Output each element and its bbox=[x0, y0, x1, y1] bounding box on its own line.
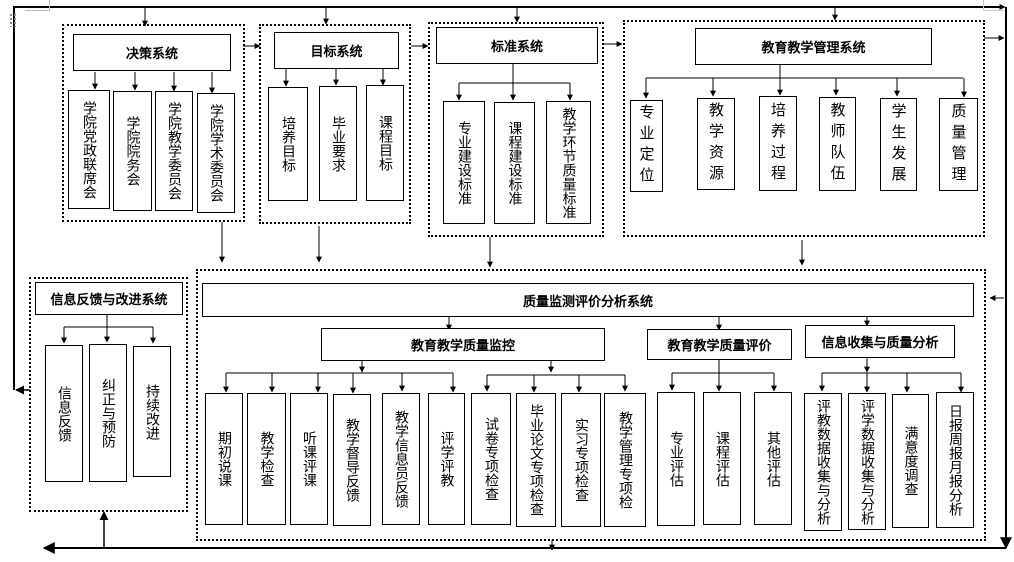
outer-loop-top bbox=[13, 6, 1003, 390]
analysis-item: 评学数据收集与分析 bbox=[848, 393, 886, 530]
goal-system-title: 目标系统 bbox=[274, 32, 399, 69]
quality-system-title: 质量监测评价分析系统 bbox=[202, 283, 974, 317]
standard-system-title: 标准系统 bbox=[436, 27, 598, 64]
standard-system-group bbox=[428, 22, 604, 237]
monitor-item: 听课评课 bbox=[290, 393, 328, 525]
goal-item: 毕业要求 bbox=[319, 86, 357, 201]
analysis-item: 满意度调查 bbox=[892, 394, 929, 528]
monitor-item: 教学督导反馈 bbox=[333, 394, 371, 526]
analysis-item: 日报周报月报分析 bbox=[936, 392, 974, 528]
monitor-item: 教学检查 bbox=[247, 393, 286, 525]
monitor-title: 教育教学质量监控 bbox=[321, 328, 605, 361]
analysis-title: 信息收集与质量分析 bbox=[805, 325, 955, 358]
analysis-item: 评教数据收集与分析 bbox=[804, 393, 842, 531]
margin-corner-mark bbox=[25, 0, 50, 11]
goal-item: 课程目标 bbox=[366, 85, 404, 201]
management-system-title: 教育教学管理系统 bbox=[695, 28, 932, 65]
standard-item: 教学环节质量标准 bbox=[546, 101, 591, 224]
evaluation-title: 教育教学质量评价 bbox=[647, 329, 792, 360]
management-item: 质量管理 bbox=[939, 98, 978, 191]
feedback-item: 信息反馈 bbox=[45, 345, 83, 482]
decision-item: 学院院务会 bbox=[113, 91, 152, 211]
management-item: 教师队伍 bbox=[819, 97, 856, 191]
drag-handle-icon[interactable] bbox=[9, 13, 17, 27]
decision-item: 学院教学委员会 bbox=[155, 91, 193, 211]
quality-system-group bbox=[196, 269, 986, 541]
monitor-item: 评学评教 bbox=[428, 393, 465, 525]
feedback-item: 持续改进 bbox=[133, 346, 171, 477]
feedback-system-group bbox=[29, 277, 188, 512]
decision-item: 学院学术委员会 bbox=[197, 93, 235, 213]
goal-system-group bbox=[259, 24, 411, 224]
decision-item: 学院党政联席会 bbox=[68, 90, 110, 209]
goal-item: 培养目标 bbox=[268, 87, 308, 201]
standard-item: 专业建设标准 bbox=[443, 101, 485, 224]
management-item: 培养过程 bbox=[759, 96, 797, 191]
evaluation-item: 专业评估 bbox=[657, 392, 695, 526]
monitor-item: 试卷专项检查 bbox=[471, 393, 511, 525]
feedback-system-title: 信息反馈与改进系统 bbox=[35, 282, 183, 315]
monitor-item: 教学信息员反馈 bbox=[382, 393, 420, 525]
management-item: 学生发展 bbox=[880, 98, 917, 191]
decision-system-title: 决策系统 bbox=[73, 34, 231, 71]
margin-corner-mark bbox=[983, 0, 1004, 11]
standard-item: 课程建设标准 bbox=[494, 102, 535, 224]
management-system-group bbox=[623, 20, 985, 237]
management-item: 教学资源 bbox=[697, 98, 735, 190]
monitor-item: 教学管理专项检 bbox=[604, 393, 646, 527]
evaluation-item: 课程评估 bbox=[703, 392, 741, 525]
monitor-item: 实习专项检查 bbox=[561, 393, 601, 527]
monitor-item: 期初说课 bbox=[205, 393, 243, 525]
monitor-item: 毕业论文专项检查 bbox=[516, 393, 556, 527]
management-item: 专业定位 bbox=[630, 100, 663, 192]
decision-system-group bbox=[62, 24, 245, 222]
feedback-item: 纠正与预防 bbox=[89, 344, 127, 482]
evaluation-item: 其他评估 bbox=[754, 392, 792, 525]
